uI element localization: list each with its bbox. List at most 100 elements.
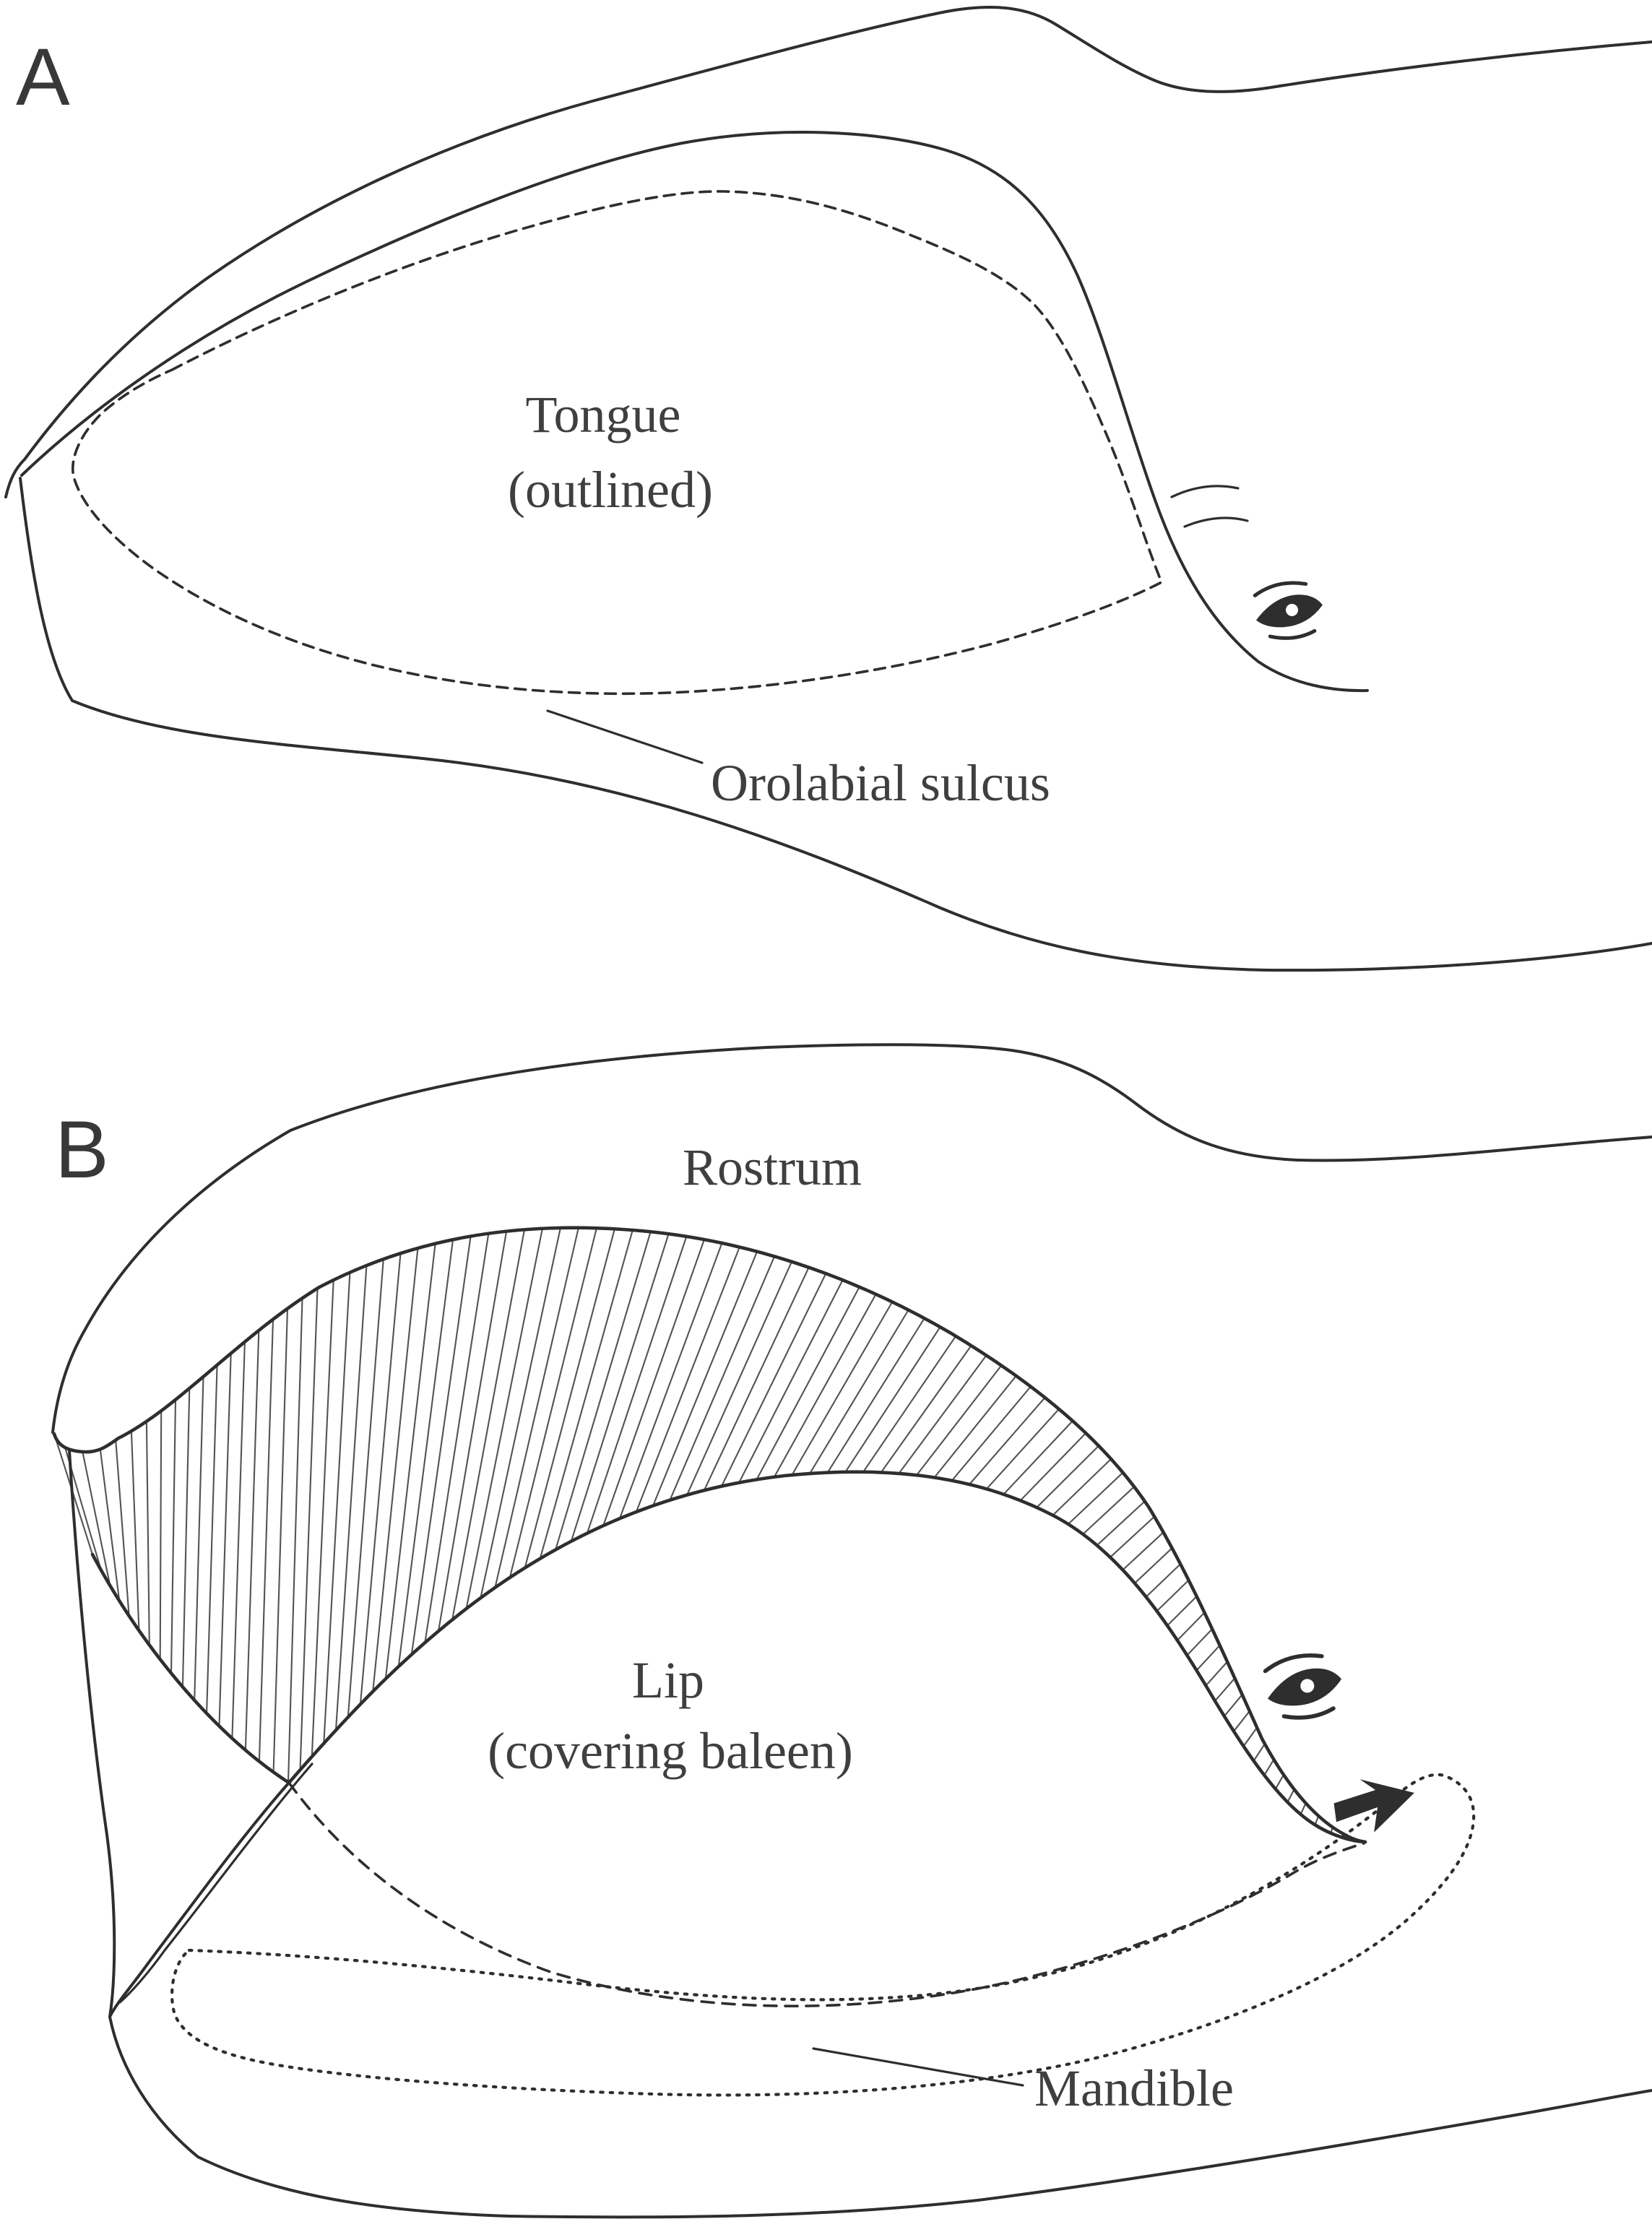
baleen-hatch-line [99,1449,121,1601]
baleen-hatch-line [384,1243,436,1679]
baleen-hatch-line [1003,1420,1073,1495]
baleen-hatch-line [509,1227,597,1578]
baleen-hatch-line [738,1279,844,1484]
baleen-hatch-line [652,1251,758,1506]
baleen-hatch-line [1122,1531,1164,1571]
baleen-hatch-line [231,1341,246,1739]
baleen-hatch-line [880,1345,972,1474]
baleen-hatch-line [1205,1661,1228,1687]
baleen-hatch-line [1068,1471,1124,1525]
baleen-hatch-line [773,1294,877,1478]
head-front-line-b [68,1449,116,2018]
baleen-hatch-line [602,1239,705,1526]
baleen-hatch-line [1330,1827,1333,1834]
head-outline-a [4,6,1652,498]
baleen-hatch-line [397,1240,454,1667]
baleen-hatch-line [555,1231,652,1550]
baleen-hatch-line [1299,1802,1307,1815]
baleen-hatch-line [969,1397,1046,1485]
baleen-band-top-edge [52,1226,1367,1844]
baleen-hatch-line [686,1261,792,1496]
baleen-hatch-line [347,1259,384,1718]
baleen-hatch-line [115,1440,130,1616]
mandible-outline-dotted [170,1773,1476,2097]
baleen-hatch-line [494,1227,579,1588]
baleen-hatch-line [524,1229,615,1568]
baleen-hatch-line [372,1247,419,1692]
baleen-hatch-line [1177,1612,1206,1641]
baleen-hatch-line [334,1265,368,1731]
baleen-hatch-line [1223,1694,1243,1717]
baleen-hatch-line [287,1298,303,1783]
baleen-hatch-line [437,1231,508,1632]
baleen-hatch-line [720,1273,827,1487]
baleen-hatch-line [844,1326,941,1473]
baleen-hatch-line [311,1280,334,1757]
baleen-hatch-line [181,1388,191,1687]
baleen-hatch-line [1019,1432,1086,1502]
baleen-hatch-line [480,1227,561,1599]
baleen-hatch-line [756,1286,860,1480]
baleen-hatch-line [618,1242,723,1519]
baleen-hatch-line [272,1308,289,1773]
panel-b-letter: B [55,1104,109,1195]
panel-a: A Tongue (outlined) Orolabial sulcus [4,6,1652,972]
baleen-hatch-line [1195,1645,1221,1671]
baleen-hatch-line [862,1336,957,1473]
baleen-hatch-line [1036,1445,1099,1508]
mouth-corner-crease-2 [1183,516,1249,528]
head-outline-b [51,1043,1652,1434]
baleen-hatch-line [586,1236,688,1534]
lip-label-line1: Lip [632,1651,704,1709]
baleen-hatch-line [194,1376,204,1700]
baleen-hatch-line [1214,1677,1236,1702]
baleen-hatch-line [1110,1515,1155,1558]
baleen-hatch-line [669,1255,776,1501]
baleen-hatch-line [1314,1815,1320,1825]
baleen-hatch-line [206,1364,218,1713]
baleen-hatch-line [1263,1759,1275,1776]
baleen-hatch-line [916,1364,1003,1476]
baleen-hatch-line [1274,1774,1284,1790]
baleen-hatch-line [218,1353,232,1726]
mouth-corner-crease-1 [1170,485,1240,498]
baleen-hatch-line [1052,1458,1112,1516]
mandible-leader-line [812,2047,1024,2087]
baleen-hatch-line [1167,1596,1198,1627]
mouth-line-a [20,131,1369,693]
tongue-label-line1: Tongue [526,386,681,444]
baleen-hatch-line [539,1229,633,1559]
lower-body-outline-b [108,2015,1652,2219]
lip-lower-boundary-dashed [287,1781,1365,2007]
baleen-hatch-line [1096,1500,1146,1547]
baleen-hatch-line [82,1451,111,1586]
lip-front-outer-line [108,1781,290,2018]
baleen-hatch-line [410,1236,472,1655]
baleen-hatch-line [465,1228,543,1609]
arrow-right-icon [1333,1779,1414,1833]
mandible-label: Mandible [1034,2059,1234,2117]
baleen-hatch-line [1286,1788,1295,1803]
panel-a-letter: A [16,32,70,122]
baleen-hatch-line [951,1385,1032,1482]
baleen-hatch-line [359,1253,402,1705]
baleen-hatch-line [570,1233,670,1542]
panel-b: B Rostrum Lip (covering baleen) [51,1043,1652,2219]
eye-icon [1252,579,1327,642]
baleen-hatch-line [826,1318,925,1474]
tongue-outline-dashed [72,190,1163,696]
baleen-hatch-line [1082,1486,1135,1535]
baleen-hatch-line [1186,1628,1213,1656]
tongue-label-line2: (outlined) [508,461,713,519]
baleen-hatch-line [424,1233,490,1643]
baleen-hatch-line [1134,1547,1173,1584]
baleen-hatch-line [898,1354,987,1474]
baleen-hatch-line [130,1431,140,1631]
baleen-hatch-line [258,1319,274,1762]
lip-front-inner-line [118,1762,313,2004]
baleen-hatch-line [933,1375,1017,1479]
baleen-hatch-line [1346,1836,1349,1840]
orolabial-sulcus-label: Orolabial sulcus [711,754,1050,812]
eye-icon [1261,1650,1346,1723]
